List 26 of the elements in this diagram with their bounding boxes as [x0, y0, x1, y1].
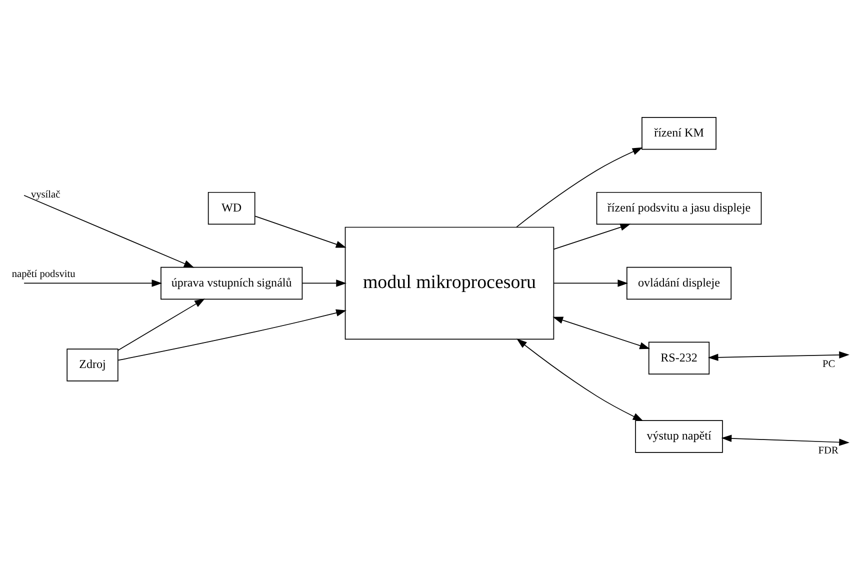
arrow — [118, 309, 346, 361]
arrow — [117, 298, 205, 351]
arrow — [302, 280, 346, 287]
node-box: RS-232 — [648, 342, 710, 375]
arrow — [254, 216, 346, 248]
edge-label: FDR — [818, 446, 838, 457]
node-box: WD — [208, 192, 256, 225]
arrow — [721, 434, 850, 446]
node-box: modul mikroprocesoru — [344, 226, 554, 340]
arrow — [516, 147, 643, 228]
arrow — [516, 338, 644, 422]
node-box: Zdroj — [66, 348, 118, 382]
edge-label: vysílač — [30, 189, 60, 200]
arrow — [24, 280, 162, 287]
edge-label: PC — [822, 358, 836, 370]
node-box: ovládání displeje — [626, 266, 732, 300]
node-box: řízení KM — [642, 117, 716, 150]
node-box: výstup napětí — [635, 420, 723, 453]
node-box: úprava vstupních signálů — [160, 266, 303, 300]
arrow — [552, 316, 650, 350]
edge-label: napětí podsvitu — [12, 268, 76, 280]
arrow — [24, 194, 194, 268]
arrow — [553, 280, 628, 287]
arrow — [553, 224, 631, 250]
node-box: řízení podsvitu a jasu displeje — [596, 192, 762, 225]
arrow — [708, 351, 850, 361]
